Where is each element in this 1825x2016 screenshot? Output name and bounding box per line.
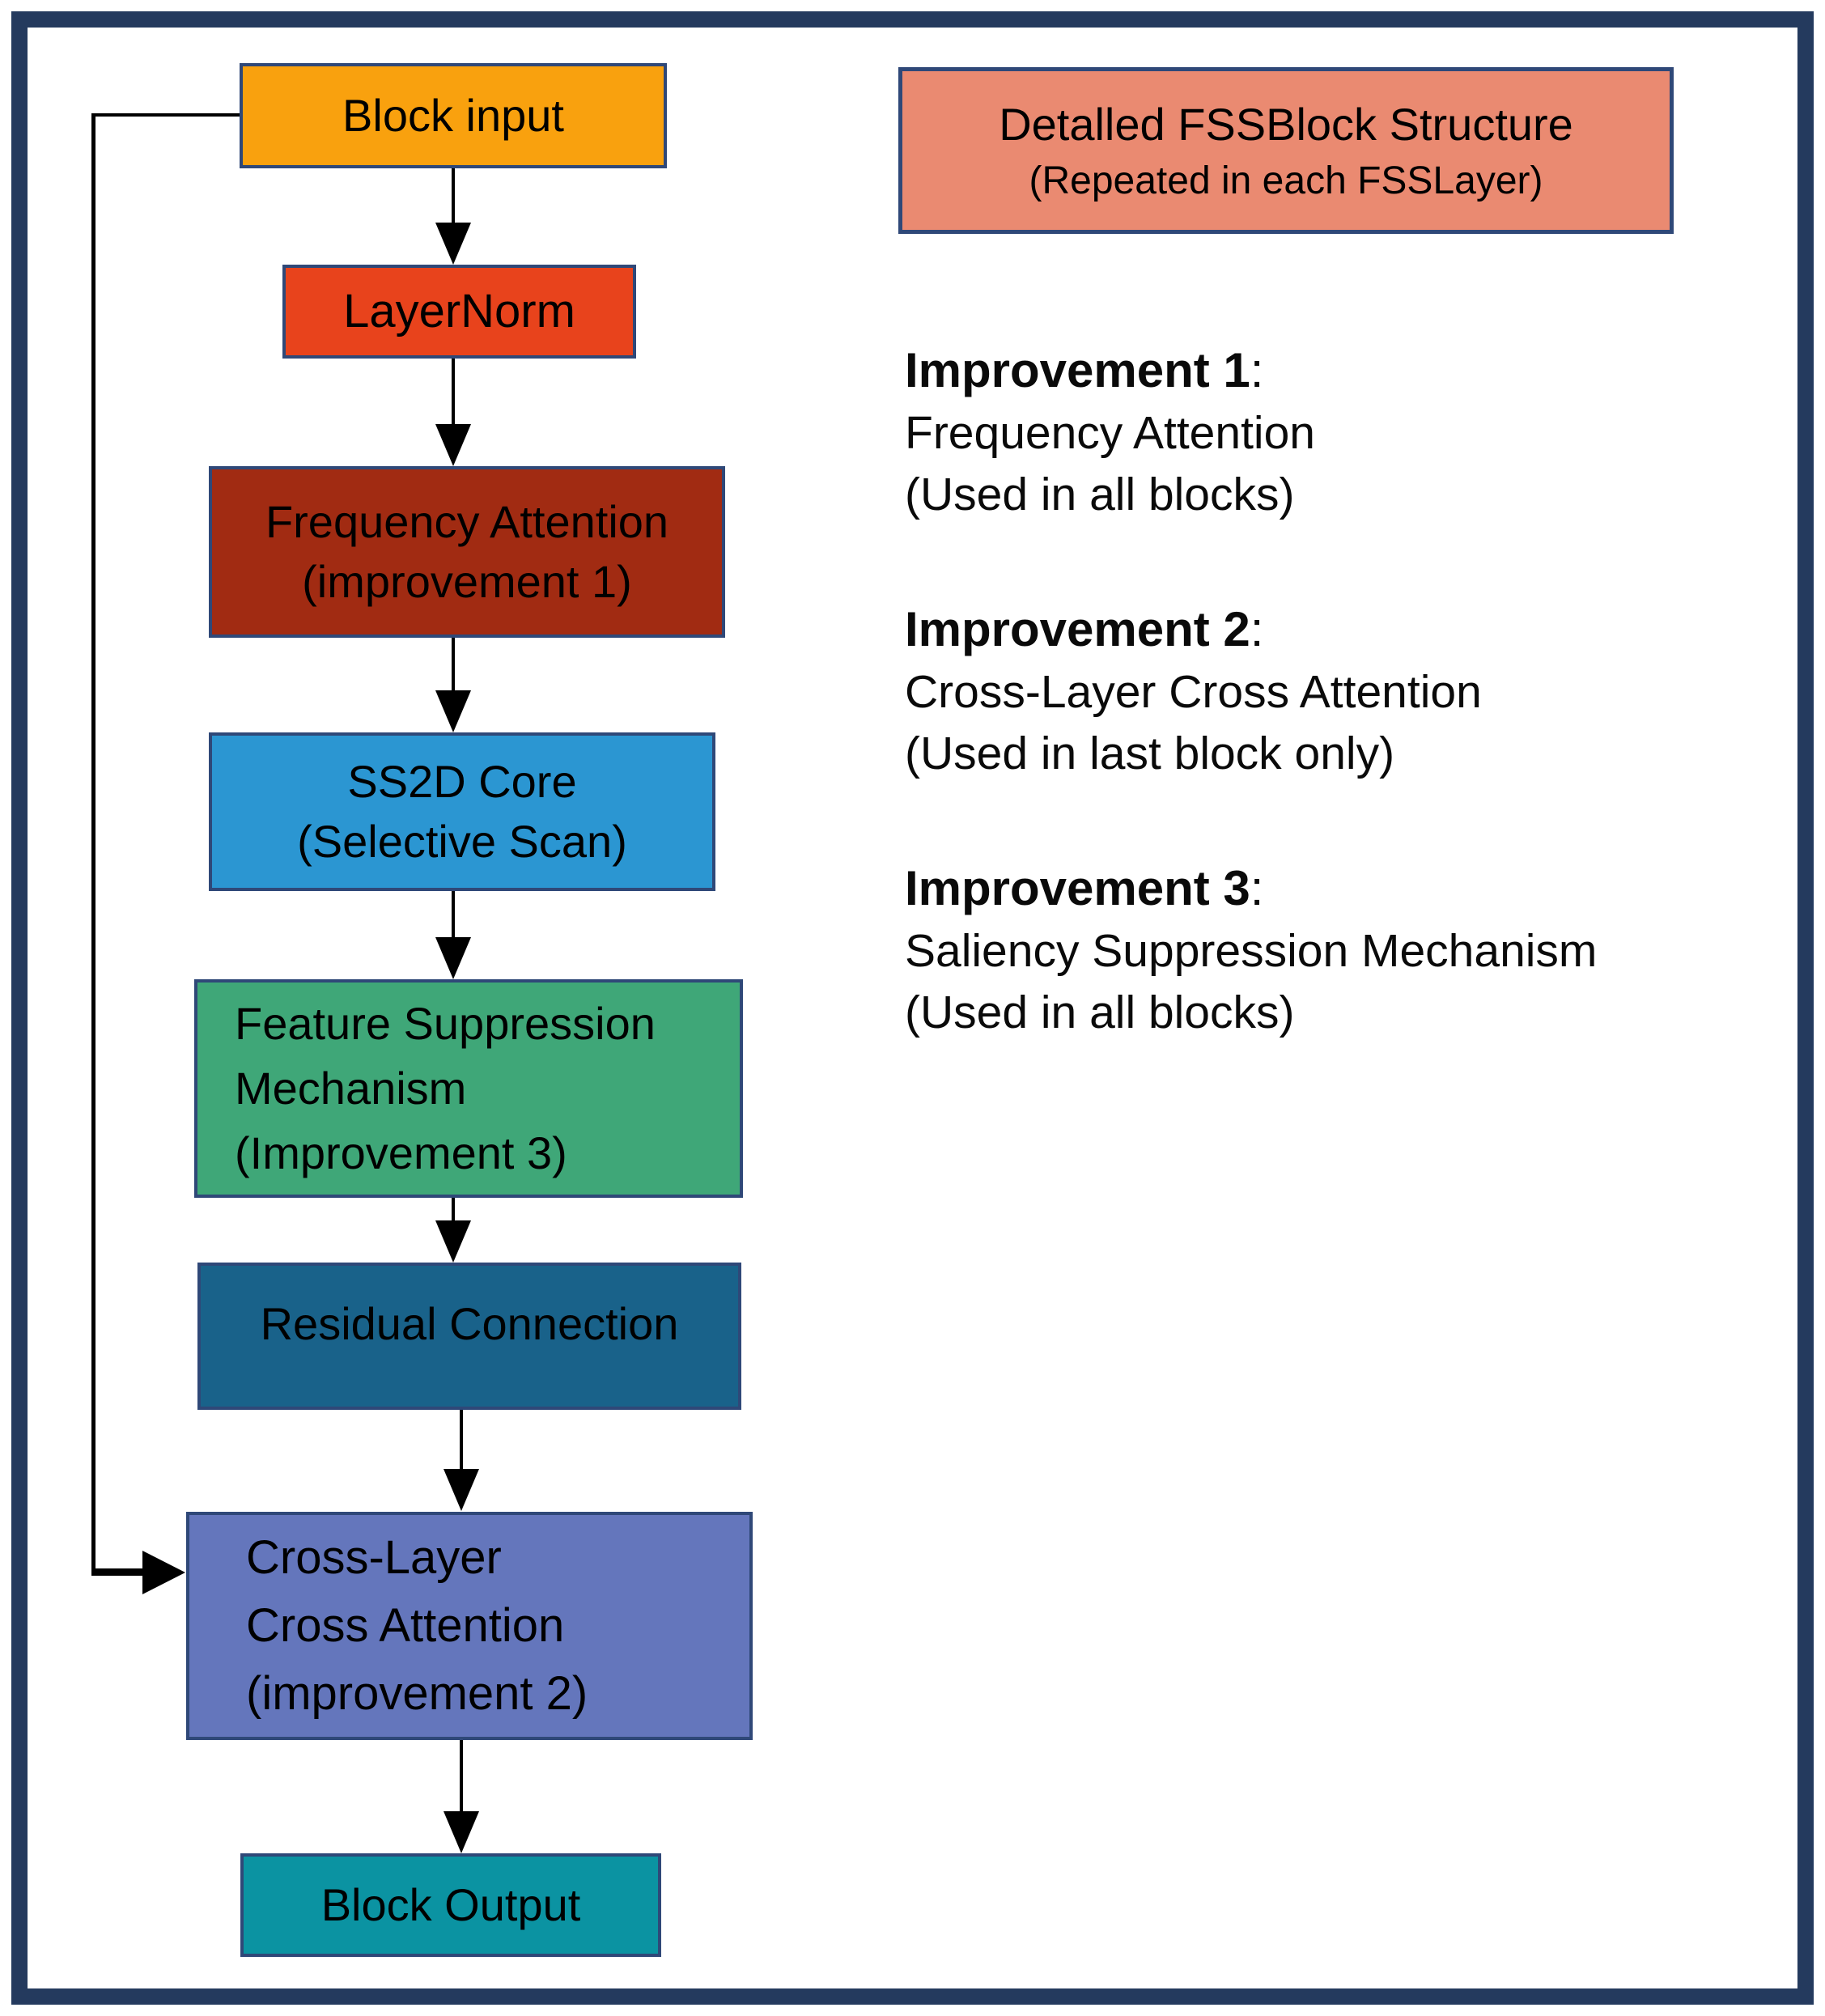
arrow-head-3 [435,690,471,732]
box-label: (Improvement 3) [235,1127,567,1178]
skip-connection-top-segment [91,113,241,117]
box-label: Residual Connection [260,1298,679,1349]
box-label: Cross Attention [246,1599,565,1652]
box-label: (Selective Scan) [297,816,627,867]
box-label: (improvement 1) [302,556,632,607]
box-label: Block input [342,90,564,141]
flow-box-cross-layer-cross-attention: Cross-Layer Cross Attention (improvement… [186,1512,753,1740]
arrow-head-6 [444,1469,479,1511]
box-label: Frequency Attention [265,496,669,547]
annotation-heading: Improvement 3: [905,861,1264,915]
arrow-head-7 [444,1811,479,1853]
box-label: LayerNorm [343,285,575,337]
annotation-improvement-3: Improvement 3: Saliency Suppression Mech… [905,858,1787,1043]
arrow-line-1 [452,168,455,225]
flow-box-block-input: Block input [240,63,667,168]
arrow-line-7 [460,1740,463,1814]
skip-connection-bottom-segment [91,1568,143,1576]
arrow-head-5 [435,1220,471,1263]
skip-connection-vertical-segment [91,113,95,1575]
box-label: (improvement 2) [246,1667,588,1720]
arrow-head-4 [435,937,471,979]
flow-box-frequency-attention: Frequency Attention (improvement 1) [209,466,725,638]
arrow-line-2 [452,359,455,427]
arrow-line-5 [452,1198,455,1223]
box-label: SS2D Core [347,756,577,807]
box-label: Block Output [320,1879,581,1930]
arrow-line-6 [460,1410,463,1471]
diagram-title: Detalled FSSBlock Structure [999,99,1573,150]
arrow-line-3 [452,638,455,693]
arrow-head-1 [435,223,471,265]
annotation-line: (Used in all blocks) [905,469,1295,520]
arrow-head-2 [435,424,471,466]
annotation-line: Cross-Layer Cross Attention [905,666,1482,718]
annotation-improvement-2: Improvement 2: Cross-Layer Cross Attenti… [905,599,1787,784]
box-label: Mechanism [235,1063,467,1114]
flow-box-block-output: Block Output [240,1853,661,1957]
annotation-improvement-1: Improvement 1: Frequency Attention (Used… [905,340,1787,525]
skip-connection-arrowhead [142,1551,185,1594]
arrow-line-4 [452,891,455,940]
annotation-heading: Improvement 2: [905,602,1264,656]
annotation-line: (Used in last block only) [905,728,1395,779]
annotation-line: Saliency Suppression Mechanism [905,925,1598,977]
box-label: Feature Suppression [235,998,656,1049]
flow-box-ss2d-core: SS2D Core (Selective Scan) [209,732,715,891]
box-label: Cross-Layer [246,1531,502,1584]
flow-box-feature-suppression: Feature Suppression Mechanism (Improveme… [194,979,743,1198]
annotation-line: (Used in all blocks) [905,987,1295,1038]
annotation-line: Frequency Attention [905,407,1315,459]
diagram-title-box: Detalled FSSBlock Structure (Repeated in… [898,67,1674,234]
annotation-heading: Improvement 1: [905,343,1264,397]
flow-box-residual-connection: Residual Connection [197,1263,741,1410]
diagram-subtitle: (Repeated in each FSSLayer) [1029,159,1543,202]
flow-box-layernorm: LayerNorm [282,265,636,359]
